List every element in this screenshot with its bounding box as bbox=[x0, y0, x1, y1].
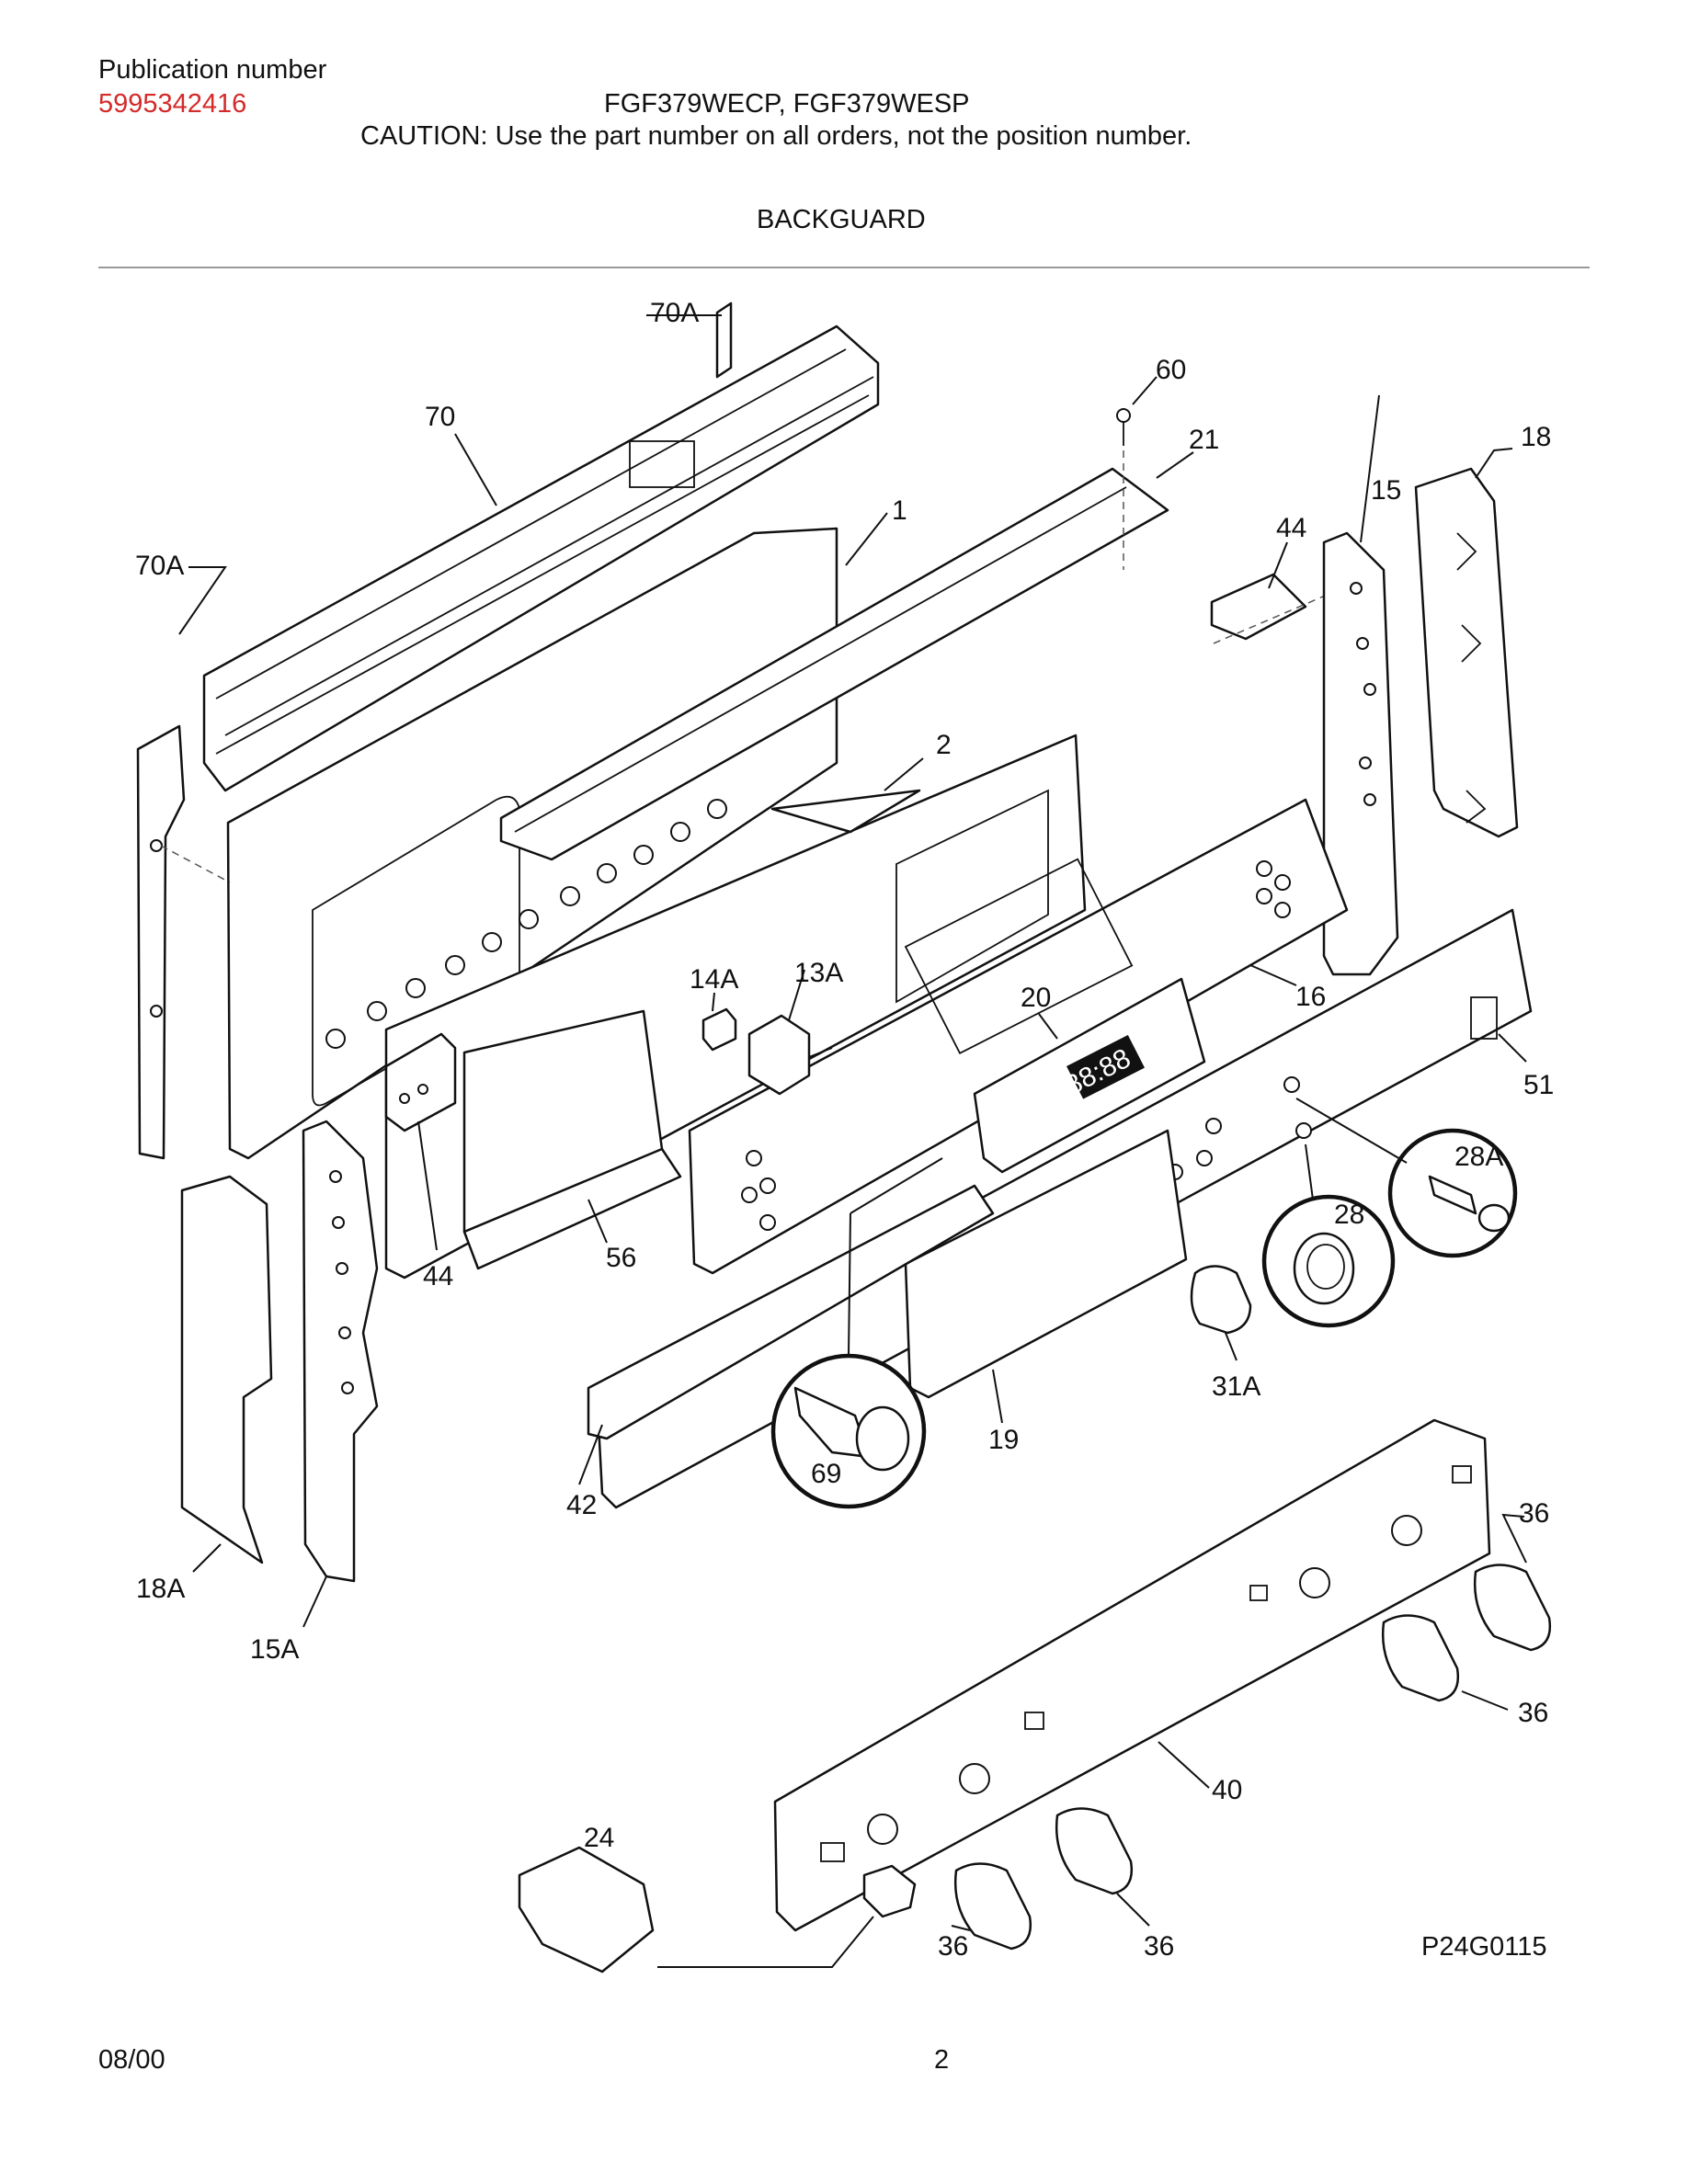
callout-19: 19 bbox=[988, 1425, 1019, 1455]
part-44-left-bracket bbox=[384, 1032, 457, 1132]
part-21-top-trim bbox=[499, 467, 1169, 861]
header-divider bbox=[98, 267, 1590, 268]
callout-13A: 13A bbox=[794, 958, 843, 988]
part-60-screw bbox=[1116, 408, 1131, 570]
part-18-right-endtrim bbox=[1414, 467, 1519, 838]
callout-51: 51 bbox=[1523, 1070, 1554, 1100]
footer-date: 08/00 bbox=[98, 2045, 165, 2075]
part-20-clock-control: 88:88 bbox=[973, 977, 1206, 1174]
callout-20: 20 bbox=[1021, 983, 1051, 1013]
part-31A-knob bbox=[1190, 1265, 1252, 1335]
callout-70A-left: 70A bbox=[135, 551, 184, 581]
callout-18A: 18A bbox=[136, 1574, 185, 1604]
callout-56: 56 bbox=[606, 1243, 636, 1273]
part-19-overlay bbox=[904, 1129, 1188, 1399]
callout-44-right: 44 bbox=[1276, 513, 1306, 543]
part-70-top-channel bbox=[202, 301, 880, 792]
callout-21: 21 bbox=[1189, 425, 1219, 455]
small-switch bbox=[657, 1864, 917, 1968]
callout-15A: 15A bbox=[250, 1634, 299, 1665]
part-36-knob-d bbox=[954, 1862, 1032, 1951]
part-15A-left-endcap bbox=[302, 1120, 379, 1583]
callout-14A: 14A bbox=[690, 964, 738, 995]
callout-70: 70 bbox=[425, 402, 455, 432]
detail-28A-shaft bbox=[1295, 1098, 1518, 1258]
callout-1: 1 bbox=[892, 495, 907, 526]
part-42-trim-strip bbox=[587, 1184, 995, 1440]
callout-44-left: 44 bbox=[423, 1261, 453, 1291]
callout-36-c: 36 bbox=[938, 1931, 968, 1962]
callout-15: 15 bbox=[1371, 475, 1401, 506]
part-36-knob-b bbox=[1382, 1614, 1460, 1702]
section-title: BACKGUARD bbox=[757, 205, 926, 234]
model-numbers: FGF379WECP, FGF379WESP bbox=[604, 89, 970, 119]
callout-36-b: 36 bbox=[1518, 1698, 1548, 1728]
part-36-knob-a bbox=[1474, 1564, 1552, 1652]
part-70A-left-strip bbox=[136, 724, 231, 1160]
part-24-switch bbox=[518, 1846, 655, 1974]
callout-16: 16 bbox=[1295, 982, 1326, 1012]
detail-28-bezel bbox=[1261, 1143, 1396, 1328]
part-18A-left-endtrim bbox=[180, 1175, 273, 1564]
leader-lines bbox=[178, 314, 1527, 1931]
part-13A-relay bbox=[747, 1014, 833, 1096]
part-15-right-endcap bbox=[1322, 531, 1399, 976]
caution-note: CAUTION: Use the part number on all orde… bbox=[360, 121, 1192, 151]
part-40-manifold-panel bbox=[773, 1418, 1491, 1932]
callout-42: 42 bbox=[566, 1490, 597, 1520]
figure-id: P24G0115 bbox=[1421, 1932, 1547, 1962]
callout-28: 28 bbox=[1334, 1200, 1364, 1230]
callout-28A: 28A bbox=[1454, 1142, 1503, 1172]
publication-number: 5995342416 bbox=[98, 89, 247, 119]
callout-31A: 31A bbox=[1212, 1371, 1260, 1402]
page-number: 2 bbox=[934, 2045, 950, 2075]
callout-18: 18 bbox=[1521, 422, 1551, 452]
detail-69-screw bbox=[770, 1157, 943, 1509]
publication-label: Publication number bbox=[98, 55, 327, 85]
callout-2: 2 bbox=[936, 730, 952, 760]
callout-36-a: 36 bbox=[1519, 1498, 1549, 1529]
part-44-right-bracket bbox=[1210, 573, 1343, 644]
callout-40: 40 bbox=[1212, 1775, 1242, 1805]
callout-labels: 70A 70 60 21 18 15 44 1 70A 2 14A 13A 20… bbox=[135, 298, 1554, 1962]
part-14A-switch bbox=[701, 1007, 737, 1052]
callout-36-d: 36 bbox=[1144, 1931, 1174, 1962]
part-36-knob-c bbox=[1055, 1807, 1134, 1895]
callout-24: 24 bbox=[584, 1823, 614, 1853]
callout-69: 69 bbox=[811, 1459, 841, 1489]
part-56-rear-box bbox=[462, 1009, 682, 1270]
callout-60: 60 bbox=[1156, 355, 1186, 385]
callout-70A-top: 70A bbox=[650, 298, 699, 328]
